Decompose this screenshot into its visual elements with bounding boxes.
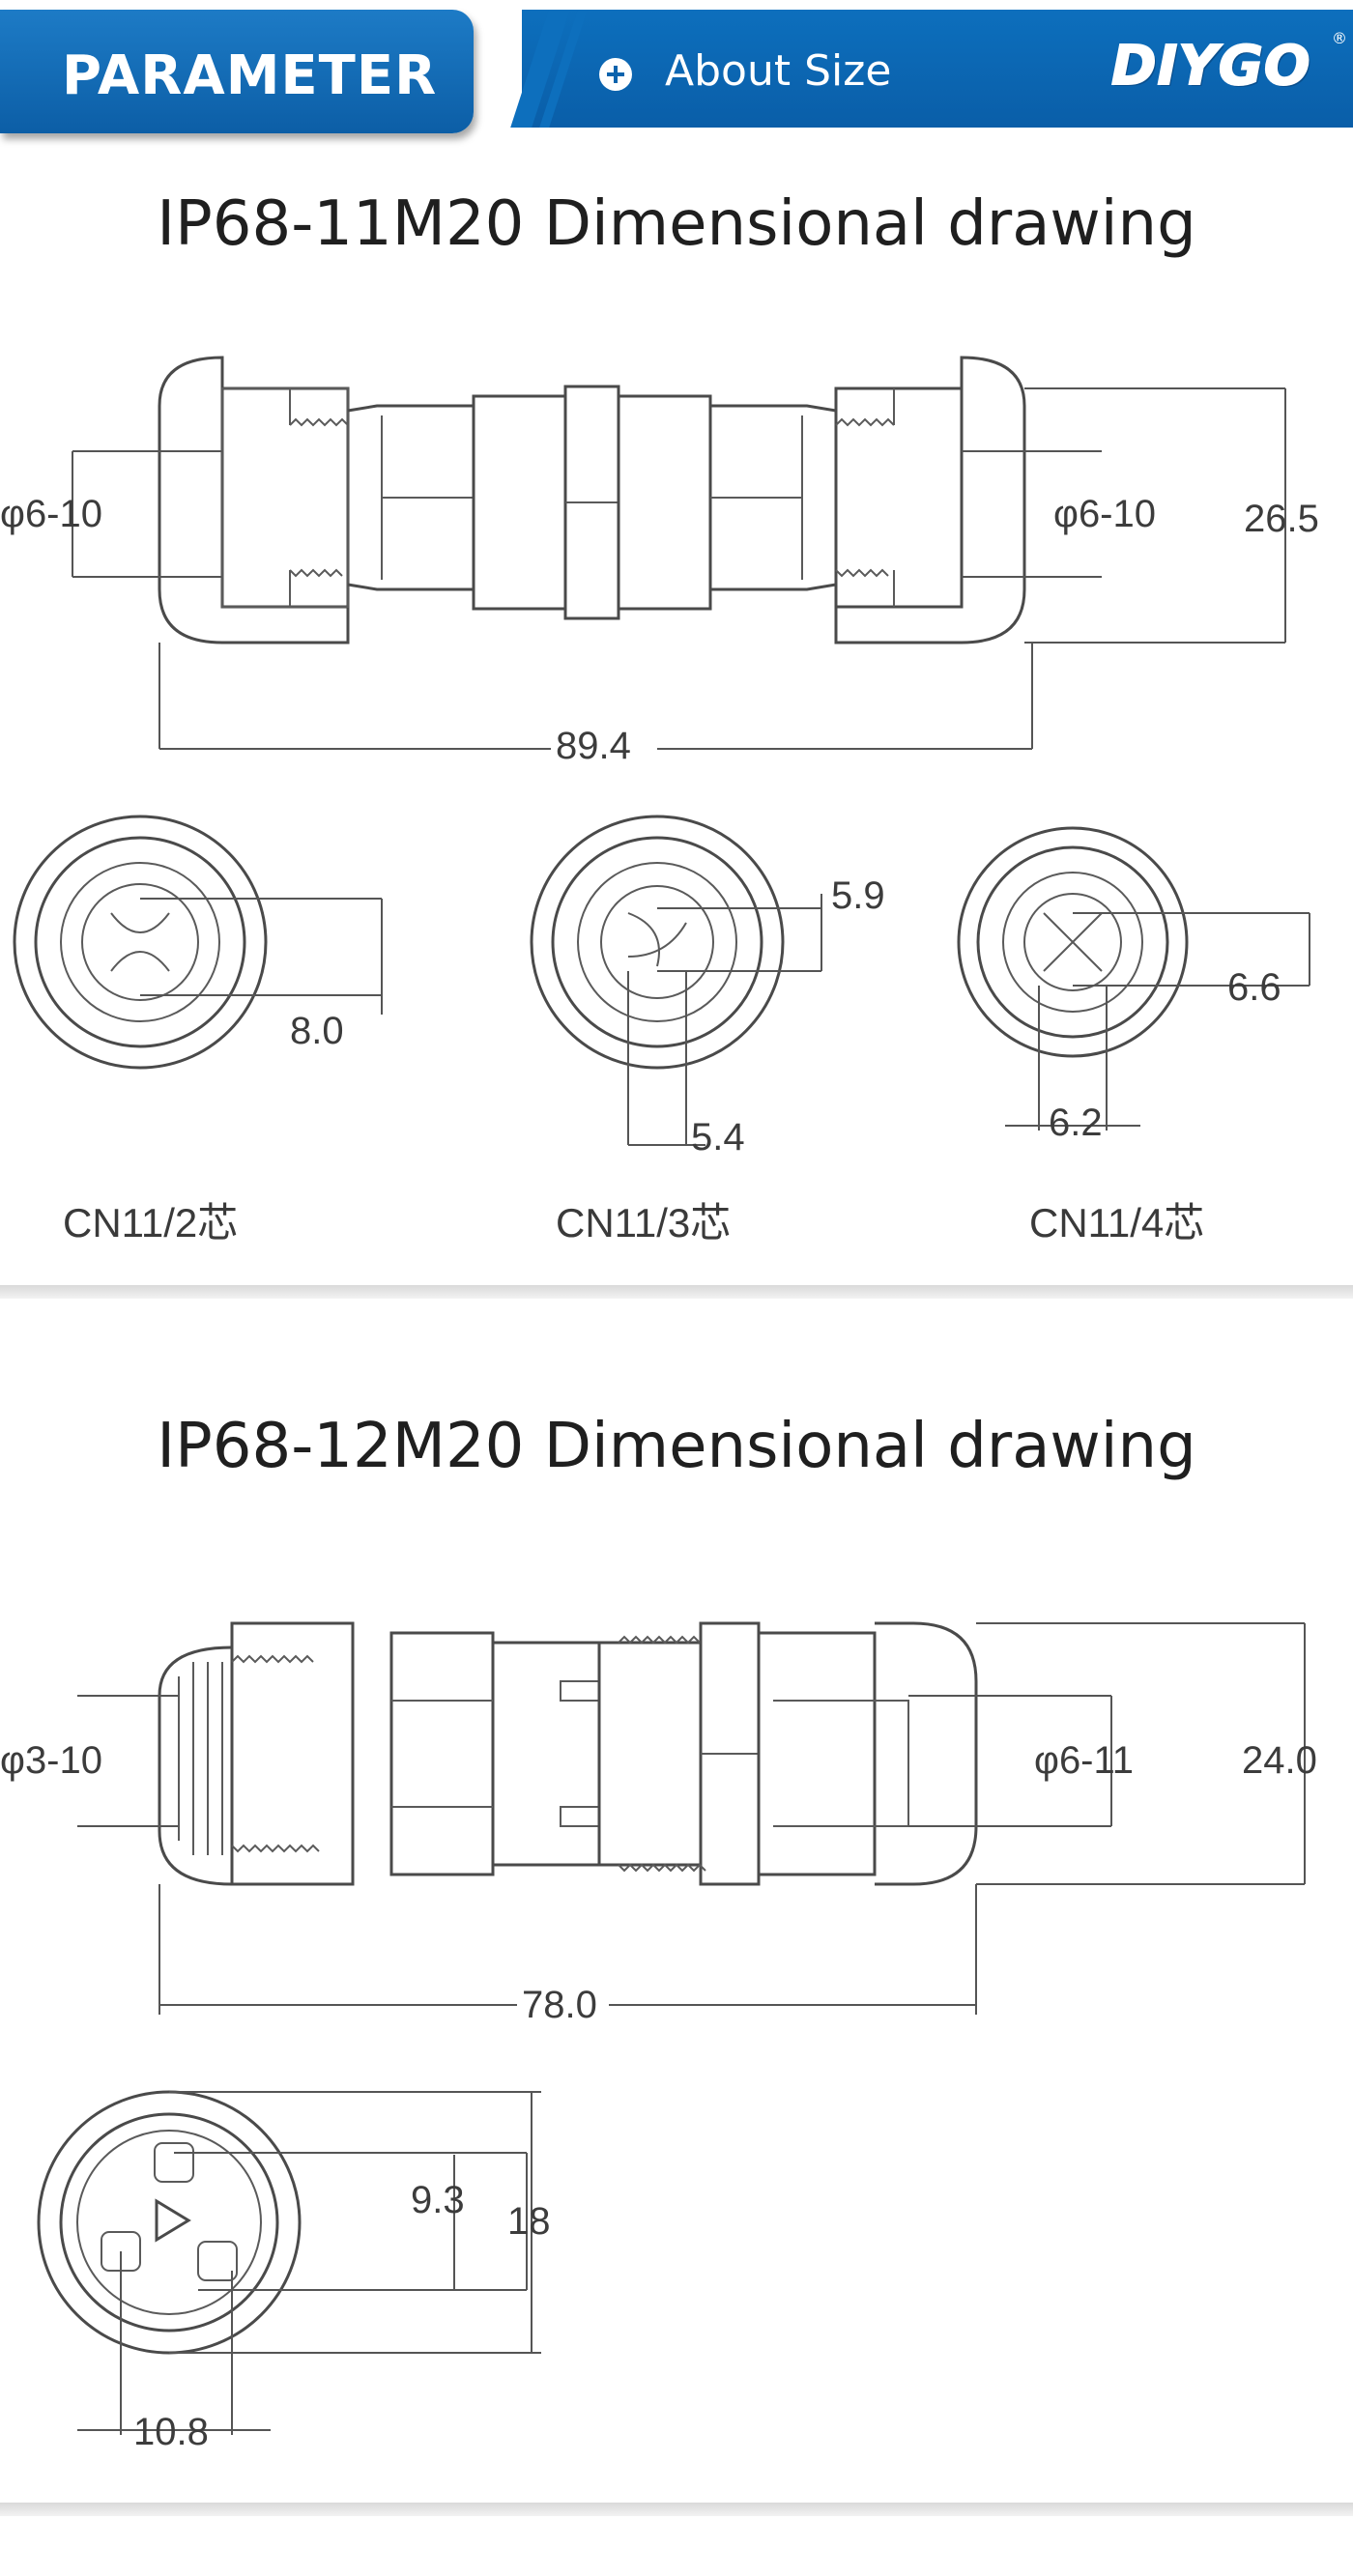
face-view-2-pin: 8.0 CN11/2芯 bbox=[13, 815, 383, 1245]
label-length-2: 78.0 bbox=[522, 1984, 597, 2026]
plus-circle-icon bbox=[599, 58, 632, 91]
section-label: About Size bbox=[665, 46, 892, 96]
face-2-caption: CN11/3芯 bbox=[556, 1200, 731, 1245]
section-divider-bottom bbox=[0, 2503, 1353, 2516]
label-height: 26.5 bbox=[1244, 498, 1319, 540]
face-view-3-pin: 5.9 5.4 CN11/3芯 bbox=[530, 815, 885, 1245]
drawing-2-title: IP68-12M20 Dimensional drawing bbox=[157, 1411, 1196, 1482]
face-3-dim-a: 6.6 bbox=[1227, 966, 1281, 1009]
face-3-dim-b: 6.2 bbox=[1049, 1102, 1103, 1144]
label-right-cable-2: φ6-11 bbox=[1034, 1739, 1134, 1782]
header-banner: PARAMETER About Size DIYGO ® bbox=[0, 0, 1353, 135]
face-view-4-pin: 6.6 6.2 CN11/4芯 bbox=[957, 826, 1310, 1245]
label-right-cable: φ6-10 bbox=[1053, 493, 1156, 535]
parameter-tab-label: PARAMETER bbox=[62, 44, 438, 107]
label-length: 89.4 bbox=[556, 725, 631, 767]
face-12-dim-c: 10.8 bbox=[133, 2411, 209, 2453]
banner-background bbox=[522, 10, 1353, 128]
face-3-caption: CN11/4芯 bbox=[1029, 1200, 1204, 1245]
face-12-dim-b: 18 bbox=[507, 2200, 551, 2243]
label-height-2: 24.0 bbox=[1242, 1739, 1317, 1782]
label-left-cable-2: φ3-10 bbox=[0, 1739, 102, 1782]
face-1-dim-a: 8.0 bbox=[290, 1010, 344, 1052]
registered-mark: ® bbox=[1332, 29, 1347, 47]
drawing-1-face-views: 8.0 CN11/2芯 5.9 5.4 CN11/3芯 6.6 6.2 CN11… bbox=[13, 815, 1310, 1245]
face-2-dim-b: 5.4 bbox=[691, 1116, 745, 1159]
section-divider bbox=[0, 1285, 1353, 1299]
label-left-cable: φ6-10 bbox=[0, 493, 102, 535]
brand-logo: DIYGO bbox=[1110, 34, 1311, 99]
face-12-dim-a: 9.3 bbox=[411, 2179, 465, 2221]
drawing-1-title: IP68-11M20 Dimensional drawing bbox=[157, 188, 1196, 260]
face-1-caption: CN11/2芯 bbox=[63, 1200, 238, 1245]
drawing-1-side-view: φ6-10 φ6-10 26.5 89.4 bbox=[0, 356, 1319, 767]
face-2-dim-a: 5.9 bbox=[831, 874, 885, 917]
parameter-tab: PARAMETER bbox=[0, 10, 474, 133]
